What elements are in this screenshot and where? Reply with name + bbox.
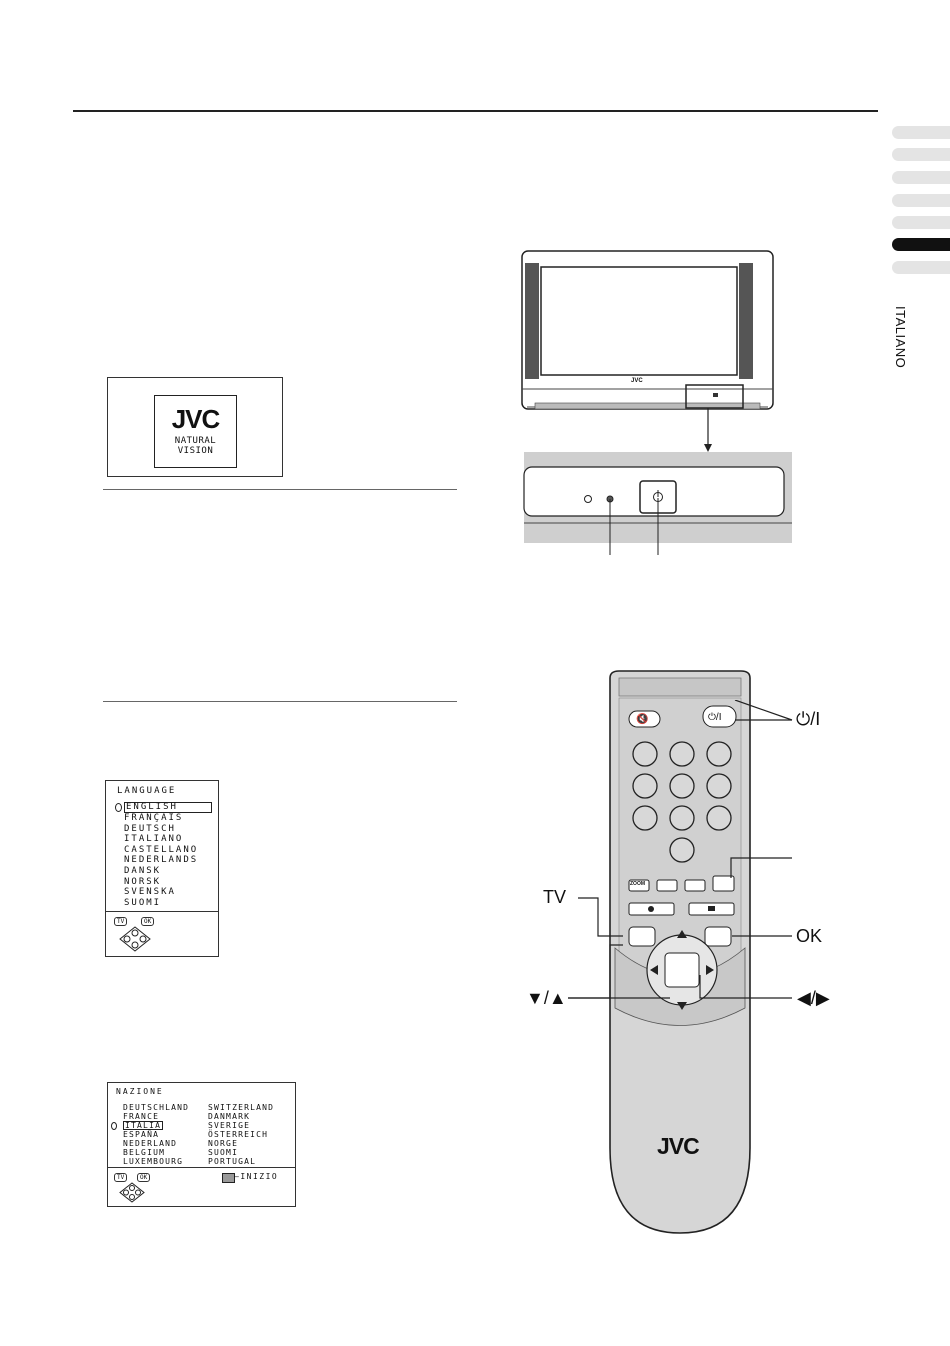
left-right-callout: ◀/▶ [797,988,830,1008]
country-item[interactable]: SWITZERLAND [208,1103,275,1112]
country-item[interactable]: SVERIGE [208,1121,251,1130]
tv-brand-label: JVC [631,378,643,384]
country-item[interactable]: DANMARK [208,1112,251,1121]
country-menu-divider [108,1167,295,1168]
header-rule [73,110,878,112]
language-item[interactable]: ENGLISH [124,802,212,813]
language-item[interactable]: CASTELLANO [124,844,199,855]
country-item[interactable]: BELGIUM [123,1148,166,1157]
start-label: —INIZIO [234,1172,279,1181]
language-item[interactable]: SUOMI [124,897,162,908]
country-item[interactable]: LUXEMBOURG [123,1157,184,1166]
green-button-icon [222,1173,235,1183]
country-col-1: DEUTSCHLAND FRANCE ITALIA ESPAÑA NEDERLA… [123,1103,189,1166]
language-item[interactable]: NORSK [124,876,162,887]
side-tab-6-active[interactable] [892,238,950,251]
language-item[interactable]: DANSK [124,865,162,876]
jvc-logo: JVC [171,404,221,434]
section-divider-2 [103,701,457,702]
country-item[interactable]: ESPAÑA [123,1130,160,1139]
up-down-callout: ▼/▲ [526,988,567,1008]
side-tab-3[interactable] [892,171,950,184]
side-tab-1[interactable] [892,126,950,139]
logo-tagline: NATURAL VISION [174,436,217,456]
language-item[interactable]: NEDERLANDS [124,855,199,866]
language-menu-divider [106,911,218,912]
country-menu-title: NAZIONE [116,1087,164,1096]
mute-button[interactable]: 🔇 [636,714,649,725]
country-item[interactable]: ÖSTERREICH [208,1130,269,1139]
language-item[interactable]: SVENSKA [124,887,176,898]
language-list: ENGLISH FRANÇAIS DEUTSCH ITALIANO CASTEL… [124,802,212,908]
language-item[interactable]: FRANÇAIS [124,813,184,823]
country-item[interactable]: FRANCE [123,1112,160,1121]
country-item[interactable]: ITALIA [123,1121,164,1130]
ok-callout: OK [796,926,823,946]
tv-illustration [521,250,792,555]
zoom-button[interactable]: ZOOM [630,881,645,887]
language-item[interactable]: DEUTSCH [124,823,176,834]
ok-key-icon: OK [137,1173,151,1182]
remote-control-illustration [609,670,751,1234]
country-item[interactable]: PORTUGAL [208,1157,257,1166]
power-callout: ⏻/I [796,709,821,729]
language-item[interactable]: ITALIANO [124,834,184,845]
country-item[interactable]: NEDERLAND [123,1139,178,1148]
language-menu-title: LANGUAGE [117,786,177,796]
language-selector-icon [115,803,122,812]
side-language-label: ITALIANO [893,306,908,369]
tv-key-icon: TV [114,1173,128,1182]
dpad-icon [119,926,151,952]
side-tab-2[interactable] [892,148,950,161]
remote-brand-logo: JVC [657,1133,700,1159]
ok-key-icon: OK [141,917,155,926]
side-tab-7[interactable] [892,261,950,274]
logo-box: JVC NATURAL VISION [154,395,237,468]
country-item[interactable]: DEUTSCHLAND [123,1103,190,1112]
country-item[interactable]: NORGE [208,1139,239,1148]
side-tab-5[interactable] [892,216,950,229]
power-button[interactable]: ⏻/I [708,712,722,723]
side-tab-4[interactable] [892,194,950,207]
language-menu: LANGUAGE ENGLISH FRANÇAIS DEUTSCH ITALIA… [105,780,219,957]
country-selector-icon [111,1122,117,1130]
remote-leader-lines [568,700,793,999]
country-col-2: SWITZERLAND DANMARK SVERIGE ÖSTERREICH N… [208,1103,274,1166]
section-divider-1 [103,489,457,490]
tv-key-icon: TV [114,917,128,926]
dpad-icon [119,1182,145,1203]
country-menu: NAZIONE DEUTSCHLAND FRANCE ITALIA ESPAÑA… [107,1082,296,1207]
logo-screen: JVC NATURAL VISION [107,377,283,477]
tv-callout: TV [543,887,567,907]
country-item[interactable]: SUOMI [208,1148,239,1157]
